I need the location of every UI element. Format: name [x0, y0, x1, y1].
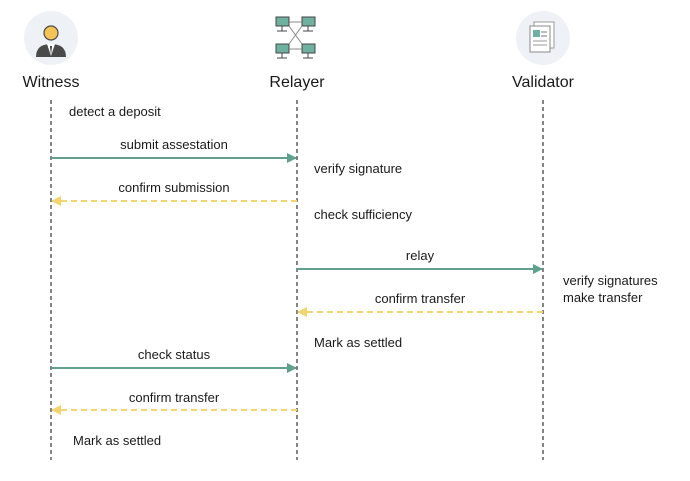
message-confirm-transfer-1-label: confirm transfer	[375, 291, 466, 306]
relayer-network-icon	[275, 16, 316, 59]
note-detect-deposit: detect a deposit	[69, 104, 161, 119]
note-verify-signature: verify signature	[314, 161, 402, 176]
witness-person-icon	[24, 11, 78, 65]
message-confirm-submission-label: confirm submission	[118, 180, 229, 195]
message-relay-label: relay	[406, 248, 435, 263]
validator-document-icon	[516, 11, 570, 65]
witness-label: Witness	[23, 74, 80, 91]
message-check-status-label: check status	[138, 347, 211, 362]
note-witness-settled: Mark as settled	[73, 433, 161, 448]
relayer-label: Relayer	[269, 74, 325, 91]
note-make-transfer: make transfer	[563, 290, 643, 305]
message-submit-assestation-label: submit assestation	[120, 137, 228, 152]
validator-label: Validator	[512, 74, 575, 91]
note-relayer-settled: Mark as settled	[314, 335, 402, 350]
message-confirm-transfer-2-label: confirm transfer	[129, 390, 220, 405]
note-check-sufficiency: check sufficiency	[314, 207, 413, 222]
note-verify-signatures: verify signatures	[563, 273, 658, 288]
